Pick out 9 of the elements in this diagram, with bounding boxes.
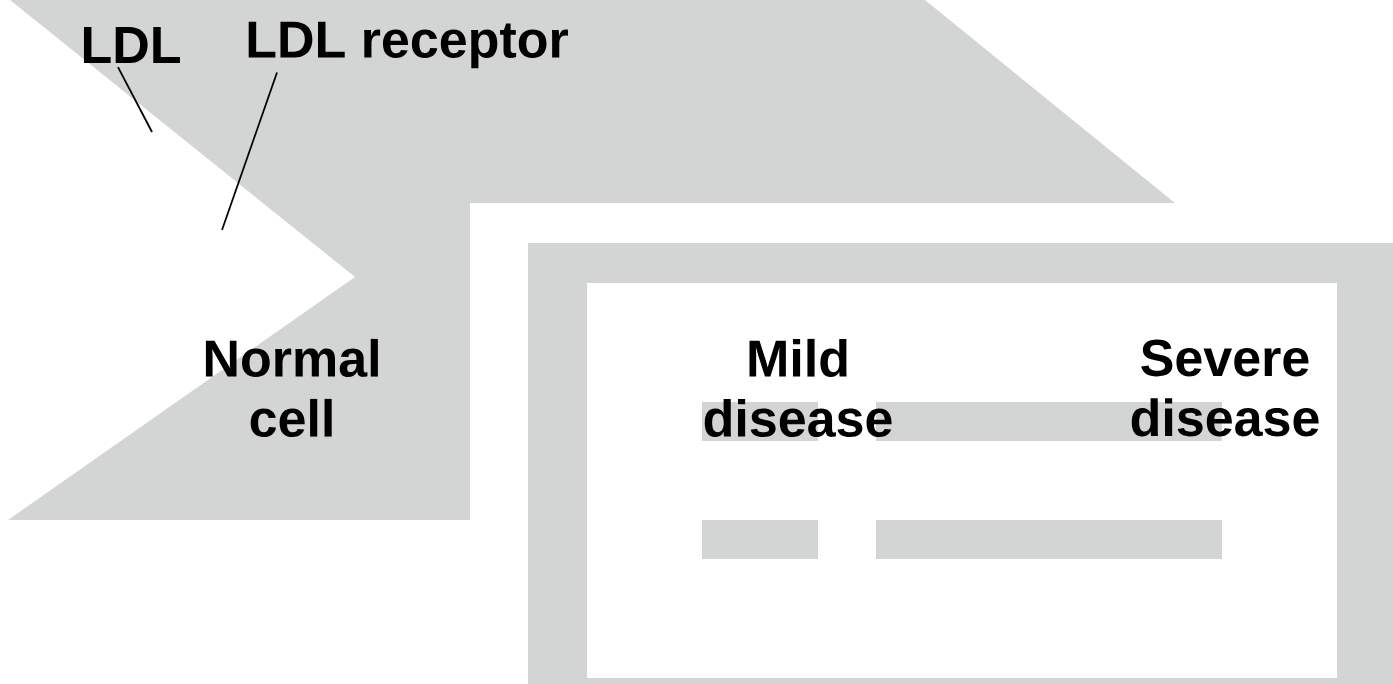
bar (876, 520, 1222, 559)
leader-line (221, 71, 278, 231)
node-label: Normal cell (205, 338, 378, 438)
callout-label: LDL (83, 27, 180, 63)
node-label: Severe disease (1131, 339, 1319, 437)
callout-label: LDL receptor (248, 21, 568, 69)
leader-line (117, 66, 153, 133)
bar (702, 520, 818, 559)
node-label: Mild disease (704, 338, 892, 438)
